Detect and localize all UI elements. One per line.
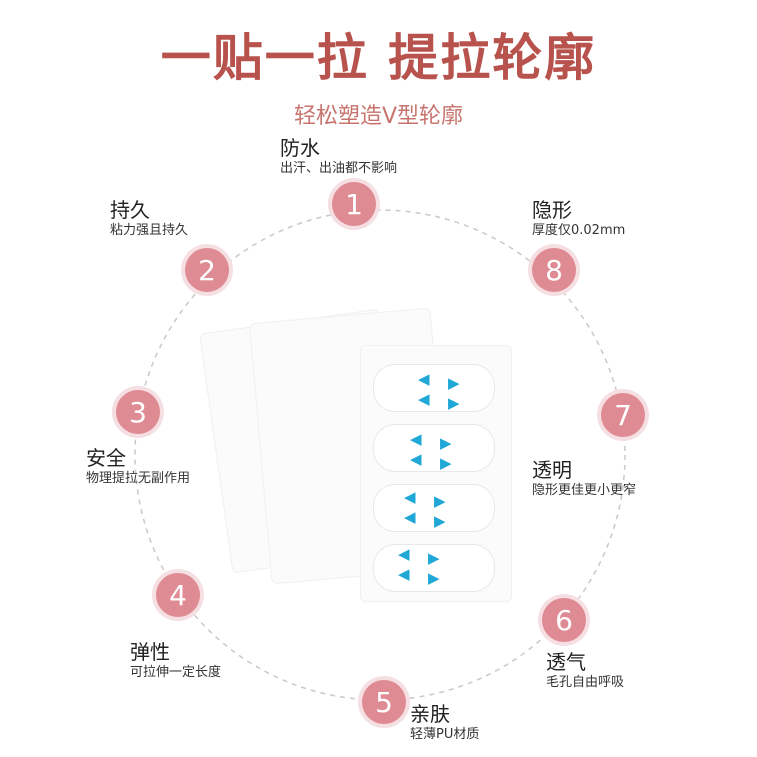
feature-name: 亲肤 bbox=[410, 702, 450, 726]
feature-number-badge: 6 bbox=[542, 598, 586, 642]
feature-name: 安全 bbox=[86, 446, 126, 470]
feature-number-badge: 4 bbox=[156, 573, 200, 617]
arrow-left-icon: ◀ bbox=[418, 390, 430, 408]
feature-desc: 厚度仅0.02mm bbox=[532, 223, 626, 238]
feature-number-badge: 5 bbox=[362, 680, 406, 724]
feature-name: 弹性 bbox=[130, 640, 170, 664]
feature-name: 防水 bbox=[280, 136, 320, 160]
feature-name: 透明 bbox=[532, 458, 572, 482]
arrow-left-icon: ◀ bbox=[418, 370, 430, 388]
patch-strip bbox=[373, 364, 495, 412]
feature-durable: 持久 粘力强且持久 bbox=[110, 198, 188, 240]
feature-number-badge: 1 bbox=[332, 182, 376, 226]
feature-number-badge: 7 bbox=[601, 393, 645, 437]
arrow-right-icon: ▶ bbox=[448, 394, 460, 412]
feature-number-badge: 2 bbox=[185, 248, 229, 292]
feature-safe: 安全 物理提拉无副作用 bbox=[86, 446, 190, 488]
feature-desc: 毛孔自由呼吸 bbox=[546, 675, 625, 690]
feature-waterproof: 防水 出汗、出油都不影响 bbox=[280, 136, 397, 178]
arrow-left-icon: ◀ bbox=[410, 430, 422, 448]
arrow-left-icon: ◀ bbox=[410, 450, 422, 468]
arrow-left-icon: ◀ bbox=[404, 488, 416, 506]
feature-name: 持久 bbox=[110, 198, 150, 222]
feature-number-badge: 8 bbox=[532, 248, 576, 292]
patch-sheet-front bbox=[360, 345, 512, 602]
feature-desc: 可拉伸一定长度 bbox=[130, 665, 222, 680]
arrow-right-icon: ▶ bbox=[448, 374, 460, 392]
feature-name: 透气 bbox=[546, 650, 586, 674]
feature-name: 隐形 bbox=[532, 198, 572, 222]
arrow-right-icon: ▶ bbox=[440, 434, 452, 452]
feature-desc: 轻薄PU材质 bbox=[410, 727, 480, 742]
page-title: 一贴一拉 提拉轮廓 bbox=[160, 29, 597, 87]
arrow-right-icon: ▶ bbox=[428, 569, 440, 587]
patch-strip bbox=[373, 424, 495, 472]
page-subtitle: 轻松塑造V型轮廓 bbox=[293, 104, 464, 129]
arrow-left-icon: ◀ bbox=[404, 508, 416, 526]
arrow-right-icon: ▶ bbox=[440, 454, 452, 472]
patch-strip bbox=[373, 484, 495, 532]
arrow-right-icon: ▶ bbox=[434, 512, 446, 530]
arrow-right-icon: ▶ bbox=[434, 492, 446, 510]
feature-elastic: 弹性 可拉伸一定长度 bbox=[130, 640, 221, 682]
feature-desc: 隐形更佳更小更窄 bbox=[532, 483, 637, 498]
feature-skin-friendly: 亲肤 轻薄PU材质 bbox=[410, 702, 479, 744]
arrow-left-icon: ◀ bbox=[398, 545, 410, 563]
feature-desc: 出汗、出油都不影响 bbox=[280, 161, 398, 176]
feature-desc: 物理提拉无副作用 bbox=[86, 471, 191, 486]
feature-desc: 粘力强且持久 bbox=[110, 223, 189, 238]
feature-transparent: 透明 隐形更佳更小更窄 bbox=[532, 458, 636, 500]
arrow-right-icon: ▶ bbox=[428, 549, 440, 567]
patch-strip bbox=[373, 544, 495, 592]
arrow-left-icon: ◀ bbox=[398, 565, 410, 583]
feature-invisible: 隐形 厚度仅0.02mm bbox=[532, 198, 625, 240]
feature-number-badge: 3 bbox=[116, 390, 160, 434]
feature-breathable: 透气 毛孔自由呼吸 bbox=[546, 650, 624, 692]
